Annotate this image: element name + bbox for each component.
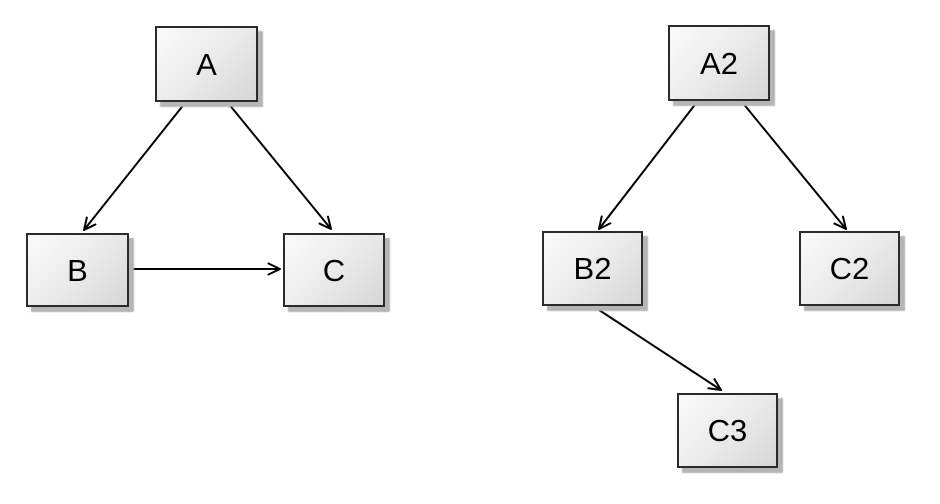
node-A-label: A	[196, 46, 217, 82]
edges-group	[83, 101, 847, 391]
node-B2-label: B2	[573, 251, 612, 286]
edge-A-C[interactable]	[227, 102, 332, 230]
node-B2[interactable]: B2	[542, 231, 643, 306]
node-B[interactable]: B	[26, 233, 129, 307]
edge-A-B[interactable]	[83, 102, 186, 231]
node-B-label: B	[67, 252, 88, 288]
node-C3[interactable]: C3	[677, 393, 778, 468]
edge-B2-C3[interactable]	[595, 307, 722, 391]
node-A2[interactable]: A2	[668, 25, 770, 101]
edge-A2-C2[interactable]	[741, 101, 847, 230]
node-C[interactable]: C	[283, 233, 385, 307]
node-C2[interactable]: C2	[799, 231, 900, 306]
edge-A2-B2[interactable]	[598, 101, 698, 230]
node-C-label: C	[322, 252, 346, 288]
node-C2-label: C2	[829, 251, 870, 286]
node-C3-label: C3	[707, 413, 748, 448]
node-A2-label: A2	[700, 45, 738, 81]
node-A[interactable]: A	[155, 26, 258, 102]
